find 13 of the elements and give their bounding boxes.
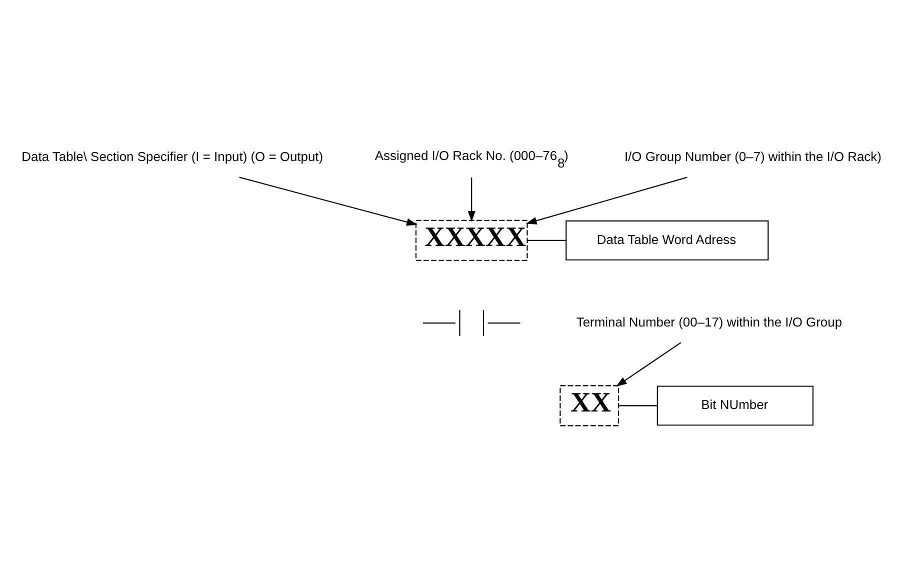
arrow: [468, 177, 476, 222]
node-box: XX: [560, 384, 620, 426]
connector: [527, 239, 566, 240]
node-box: XXXXX: [415, 219, 528, 260]
connector: [618, 404, 658, 406]
node-text: Terminal Number (00–17) within the I/O Group: [576, 314, 842, 329]
node-box: Bit NUmber: [656, 385, 814, 426]
arrow: [526, 176, 688, 224]
node-text: I/O Group Number (0–7) within the I/O Rack): [624, 148, 882, 164]
node-box: Data Table Word Adress: [566, 220, 769, 260]
node-text: Data Table\ Section Specifier (I = Input) (O = Output): [22, 148, 324, 164]
arrow: [616, 342, 682, 386]
arrow: [239, 176, 418, 226]
